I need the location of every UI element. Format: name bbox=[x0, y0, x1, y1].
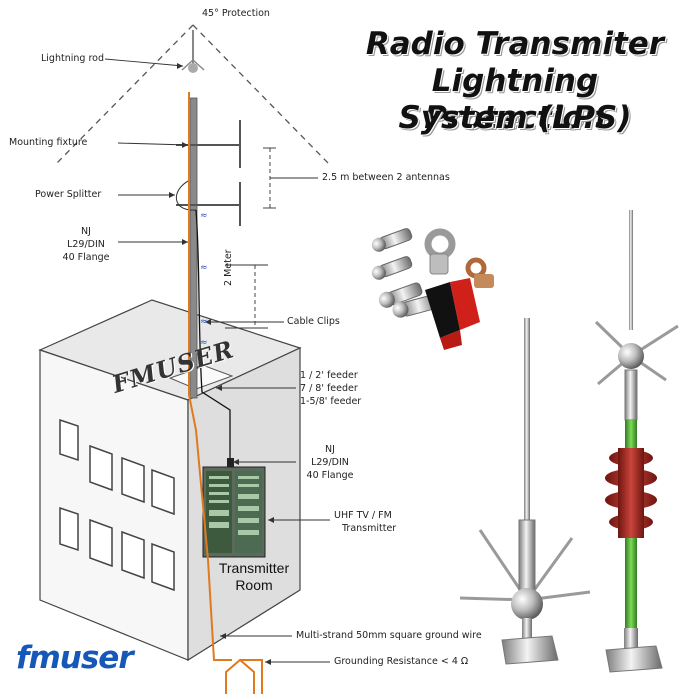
ground-wire bbox=[188, 92, 232, 661]
grounding-resistance-label: Grounding Resistance < 4 Ω bbox=[334, 656, 469, 667]
cable-clips-label: Cable Clips bbox=[287, 316, 340, 327]
antenna-spacing-label: 2.5 m between 2 antennas bbox=[322, 172, 450, 183]
mounting-fixture-label: Mounting fixture bbox=[9, 137, 88, 148]
brand-logo: fmuser bbox=[16, 640, 134, 676]
leader-lines bbox=[104, 58, 330, 663]
transmitter-line-1: UHF TV / FM bbox=[334, 510, 392, 521]
nj-bottom-line-2: L29/DIN bbox=[311, 457, 349, 468]
svg-text:≈: ≈ bbox=[200, 317, 208, 327]
nj-top-line-2: L29/DIN bbox=[67, 239, 105, 250]
svg-text:≈: ≈ bbox=[200, 211, 208, 221]
nj-bottom-line-1: NJ bbox=[325, 444, 335, 455]
title-line-2: Lightning Protection bbox=[424, 63, 606, 136]
mast: ≈ ≈ ≈ ≈ bbox=[175, 97, 241, 399]
nj-bottom-line-3: 40 Flange bbox=[306, 470, 354, 481]
lightning-rod-label: Lightning rod bbox=[41, 53, 104, 64]
lightning-rod-top bbox=[181, 30, 205, 73]
protection-label: 45° Protection bbox=[202, 8, 270, 19]
svg-text:≈: ≈ bbox=[200, 263, 208, 273]
transmitter-room-label: Transmitter Room bbox=[214, 560, 294, 594]
connector-accessories bbox=[371, 228, 494, 350]
title-line-1: Radio Transmiter bbox=[365, 26, 665, 62]
grounding-electrodes bbox=[225, 658, 263, 694]
transmitter-room-line-2: Room bbox=[235, 577, 273, 593]
feeder-cable bbox=[195, 209, 231, 462]
title-line-3: System (LPS) bbox=[398, 100, 632, 136]
feeder-3-label: 1-5/8' feeder bbox=[300, 396, 362, 407]
transmitter-room-line-1: Transmitter bbox=[218, 560, 290, 576]
transmitter-line-2: Transmitter bbox=[342, 523, 397, 534]
feeder-2-label: 7 / 8' feeder bbox=[300, 383, 358, 394]
nj-top-line-1: NJ bbox=[81, 226, 91, 237]
feeder-1-label: 1 / 2' feeder bbox=[300, 370, 358, 381]
ground-wire-label: Multi-strand 50mm square ground wire bbox=[296, 630, 482, 641]
two-meter-label: 2 Meter bbox=[223, 249, 234, 286]
insulated-lightning-rod bbox=[594, 210, 679, 673]
lightning-rod-product bbox=[459, 318, 591, 665]
building bbox=[38, 299, 302, 662]
nj-top-line-3: 40 Flange bbox=[62, 252, 110, 263]
power-splitter-label: Power Splitter bbox=[35, 189, 102, 200]
svg-text:≈: ≈ bbox=[200, 338, 208, 348]
